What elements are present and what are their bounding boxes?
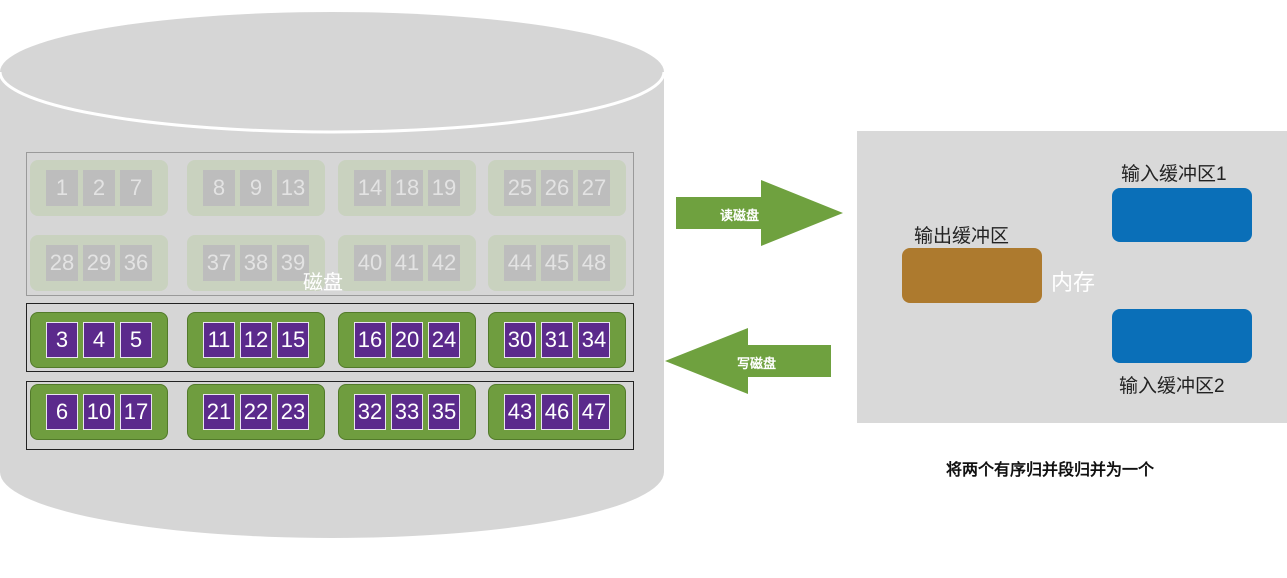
faded-block: 40 41 42 — [338, 235, 476, 291]
disk-cylinder-rim — [0, 71, 666, 134]
record-cell: 21 — [203, 394, 235, 430]
record-cell: 32 — [354, 394, 386, 430]
merged-block: 16 20 24 — [338, 312, 476, 368]
faded-block: 37 38 39 — [187, 235, 325, 291]
faded-block: 14 18 19 — [338, 160, 476, 216]
merged-block: 21 22 23 — [187, 384, 325, 440]
record-cell: 48 — [578, 245, 610, 281]
record-cell: 46 — [541, 394, 573, 430]
write-arrow — [665, 328, 831, 394]
disk-cylinder-top — [0, 12, 664, 132]
memory-label: 内存 — [1051, 270, 1096, 295]
record-cell: 47 — [578, 394, 610, 430]
faded-block: 44 45 48 — [488, 235, 626, 291]
record-cell: 39 — [277, 245, 309, 281]
record-cell: 16 — [354, 322, 386, 358]
record-cell: 42 — [428, 245, 460, 281]
record-cell: 19 — [428, 170, 460, 206]
merged-block: 11 12 15 — [187, 312, 325, 368]
output-buffer-label: 输出缓冲区 — [914, 226, 1010, 247]
record-cell: 40 — [354, 245, 386, 281]
record-cell: 45 — [541, 245, 573, 281]
record-cell: 5 — [120, 322, 152, 358]
record-cell: 15 — [277, 322, 309, 358]
record-cell: 11 — [203, 322, 235, 358]
record-cell: 43 — [504, 394, 536, 430]
record-cell: 12 — [240, 322, 272, 358]
merged-block: 43 46 47 — [488, 384, 626, 440]
record-cell: 36 — [120, 245, 152, 281]
record-cell: 34 — [578, 322, 610, 358]
record-cell: 1 — [46, 170, 78, 206]
record-cell: 25 — [504, 170, 536, 206]
faded-block: 25 26 27 — [488, 160, 626, 216]
record-cell: 9 — [240, 170, 272, 206]
record-cell: 20 — [391, 322, 423, 358]
record-cell: 14 — [354, 170, 386, 206]
read-disk-label: 读磁盘 — [720, 208, 760, 223]
record-cell: 41 — [391, 245, 423, 281]
record-cell: 35 — [428, 394, 460, 430]
record-cell: 27 — [578, 170, 610, 206]
merged-block: 32 33 35 — [338, 384, 476, 440]
record-cell: 29 — [83, 245, 115, 281]
caption: 将两个有序归并段归并为一个 — [946, 462, 1155, 479]
record-cell: 23 — [277, 394, 309, 430]
faded-blocks-frame — [26, 152, 634, 296]
record-cell: 4 — [83, 322, 115, 358]
faded-block: 28 29 36 — [30, 235, 168, 291]
input-buffer-1-label: 输入缓冲区1 — [1121, 164, 1227, 185]
record-cell: 2 — [83, 170, 115, 206]
record-cell: 10 — [83, 394, 115, 430]
input-buffer-2 — [1112, 309, 1252, 363]
faded-block: 1 2 7 — [30, 160, 168, 216]
input-buffer-1 — [1112, 188, 1252, 242]
record-cell: 37 — [203, 245, 235, 281]
record-cell: 31 — [541, 322, 573, 358]
record-cell: 18 — [391, 170, 423, 206]
disk-label: 磁盘 — [303, 272, 343, 294]
merged-run-1-frame — [26, 303, 634, 372]
record-cell: 24 — [428, 322, 460, 358]
record-cell: 26 — [541, 170, 573, 206]
record-cell: 8 — [203, 170, 235, 206]
input-buffer-2-label: 输入缓冲区2 — [1119, 376, 1225, 397]
record-cell: 33 — [391, 394, 423, 430]
merged-block: 30 31 34 — [488, 312, 626, 368]
faded-block: 8 9 13 — [187, 160, 325, 216]
merged-block: 3 4 5 — [30, 312, 168, 368]
record-cell: 17 — [120, 394, 152, 430]
record-cell: 30 — [504, 322, 536, 358]
record-cell: 44 — [504, 245, 536, 281]
record-cell: 38 — [240, 245, 272, 281]
record-cell: 3 — [46, 322, 78, 358]
record-cell: 7 — [120, 170, 152, 206]
record-cell: 6 — [46, 394, 78, 430]
read-arrow — [676, 180, 843, 246]
record-cell: 22 — [240, 394, 272, 430]
record-cell: 13 — [277, 170, 309, 206]
output-buffer — [902, 248, 1042, 303]
record-cell: 28 — [46, 245, 78, 281]
merged-block: 6 10 17 — [30, 384, 168, 440]
write-disk-label: 写磁盘 — [737, 356, 777, 371]
merged-run-2-frame — [26, 381, 634, 450]
